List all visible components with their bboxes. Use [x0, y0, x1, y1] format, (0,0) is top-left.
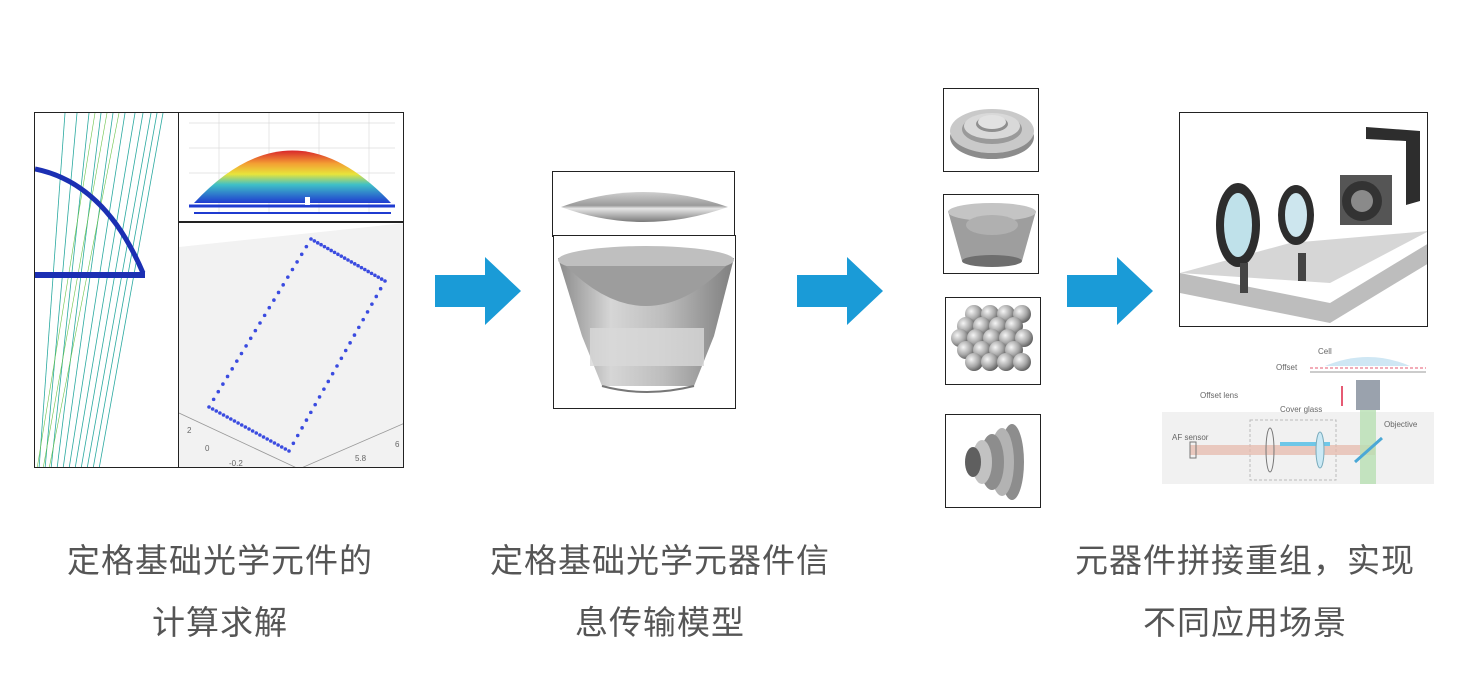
caption-stage3-line2: 不同应用场景 — [1143, 603, 1347, 642]
schematic-label-cell: Cell — [1318, 347, 1332, 356]
stacked-lens-model — [945, 414, 1041, 508]
caption-stage1-line1: 定格基础光学元件的 — [67, 541, 373, 580]
caption-stage3: 元器件拼接重组，实现 不同应用场景 — [1040, 530, 1450, 654]
caption-stage1: 定格基础光学元件的 计算求解 — [30, 530, 410, 654]
fresnel-lens-model — [943, 88, 1039, 172]
caption-stage2: 定格基础光学元器件信 息传输模型 — [460, 530, 860, 654]
microlens-array-model — [945, 297, 1041, 385]
schematic-label-objective: Objective — [1384, 420, 1418, 429]
right-arrow-icon — [1067, 257, 1153, 325]
schematic-label-offset: Offset — [1276, 363, 1298, 372]
caption-stage3-line1: 元器件拼接重组，实现 — [1075, 541, 1415, 580]
tick-label: -0.2 — [229, 459, 243, 468]
dot-pattern-plot: 2 0 -0.2 5.8 6 — [178, 222, 404, 468]
schematic-label-cover-glass: Cover glass — [1280, 405, 1322, 414]
tick-label: 0 — [205, 444, 210, 453]
cup-lens-model — [553, 235, 736, 409]
right-arrow-icon — [435, 257, 521, 325]
caption-stage1-line2: 计算求解 — [152, 603, 288, 642]
caption-stage2-line2: 息传输模型 — [575, 603, 745, 642]
autofocus-schematic: Cell Offset Offset lens Cover glass Obje… — [1160, 340, 1436, 490]
right-arrow-icon — [797, 257, 883, 325]
tick-label: 6 — [395, 440, 400, 449]
tick-label: 2 — [187, 426, 192, 435]
schematic-label-af-sensor: AF sensor — [1172, 433, 1209, 442]
caption-stage2-line1: 定格基础光学元器件信 — [490, 541, 830, 580]
biconvex-lens-model — [552, 171, 735, 237]
surface-3d-plot — [178, 112, 404, 222]
optical-bench-image — [1179, 112, 1428, 327]
schematic-label-offset-lens: Offset lens — [1200, 391, 1238, 400]
tick-label: 5.8 — [355, 454, 367, 463]
cup-lens-thumbnail — [943, 194, 1039, 274]
ray-trace-plot — [34, 112, 180, 468]
